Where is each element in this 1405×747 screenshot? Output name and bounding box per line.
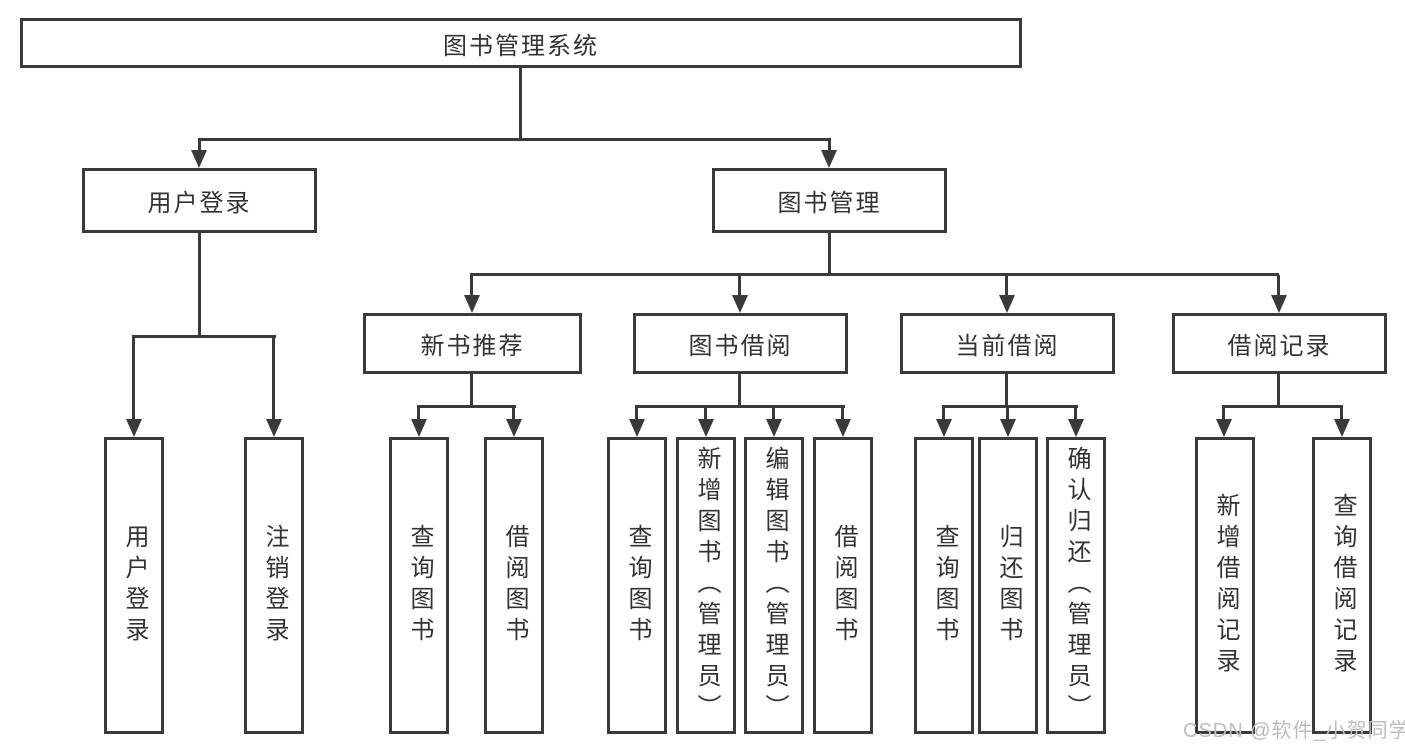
connector-line [772, 407, 775, 420]
connector-line [828, 233, 831, 275]
connector-line [738, 275, 741, 297]
connector-line [1222, 407, 1225, 420]
connector-line [1340, 407, 1343, 420]
connector-line [519, 68, 522, 140]
arrow-down [1271, 295, 1287, 313]
node-label: 新书推荐 [420, 333, 525, 360]
leaf-query-books-recommend: 查询图书 [389, 437, 449, 734]
arrow-down [936, 419, 952, 437]
connector-line [470, 374, 473, 407]
connector-line [132, 335, 276, 338]
connector-line [470, 273, 1279, 276]
connector-line [738, 374, 741, 407]
connector-line [841, 407, 844, 420]
connector-line [1074, 407, 1077, 420]
connector-line [470, 275, 473, 297]
arrow-down [266, 419, 282, 437]
node-label: 新增借阅记录 [1212, 492, 1239, 679]
csdn-watermark: CSDN @软件_小贺同学 [1183, 720, 1405, 742]
leaf-add-books-admin: 新增图书（管理员） [676, 437, 736, 734]
leaf-borrow-books-recommend: 借阅图书 [484, 437, 544, 734]
leaf-logout-login: 注销登录 [244, 437, 304, 734]
leaf-return-books: 归还图书 [978, 437, 1038, 734]
leaf-user-login: 用户登录 [104, 437, 164, 734]
arrow-down [732, 295, 748, 313]
arrow-down [1216, 419, 1232, 437]
node-borrowing-records: 借阅记录 [1172, 313, 1387, 374]
connector-line [132, 337, 135, 421]
node-new-book-recommend: 新书推荐 [363, 313, 582, 374]
arrow-down [506, 419, 522, 437]
node-label: 当前借阅 [955, 333, 1060, 360]
connector-line [417, 407, 420, 420]
node-label: 查询图书 [406, 523, 433, 648]
arrow-down [464, 295, 480, 313]
node-label: 确认归还（管理员） [1063, 446, 1090, 725]
connector-line [635, 407, 638, 420]
connector-line [417, 405, 516, 408]
connector-line [198, 233, 201, 337]
connector-line [828, 140, 831, 153]
arrow-down [835, 419, 851, 437]
arrow-down [411, 419, 427, 437]
node-label: 借阅记录 [1227, 333, 1332, 360]
connector-line [635, 405, 845, 408]
node-label: 借阅图书 [501, 523, 528, 648]
arrow-down [126, 419, 142, 437]
arrow-down [698, 419, 714, 437]
connector-line [1005, 374, 1008, 407]
node-label: 查询图书 [624, 523, 651, 648]
leaf-edit-books-admin: 编辑图书（管理员） [744, 437, 804, 734]
leaf-add-borrow-record: 新增借阅记录 [1195, 437, 1255, 734]
connector-line [942, 407, 945, 420]
leaf-confirm-return-admin: 确认归还（管理员） [1046, 437, 1106, 734]
arrow-down [999, 295, 1015, 313]
connector-line [1005, 275, 1008, 297]
arrow-down [629, 419, 645, 437]
node-book-management: 图书管理 [712, 168, 947, 233]
connector-line [198, 140, 201, 153]
arrow-down [191, 150, 207, 168]
node-label: 图书管理 [777, 190, 882, 217]
arrow-down [1000, 419, 1016, 437]
node-library-system: 图书管理系统 [20, 18, 1022, 68]
node-label: 新增图书（管理员） [693, 446, 720, 725]
connector-line [1277, 374, 1280, 407]
connector-line [512, 407, 515, 420]
node-label: 借阅图书 [830, 523, 857, 648]
node-label: 注销登录 [261, 523, 288, 648]
arrow-down [766, 419, 782, 437]
leaf-borrow-books: 借阅图书 [813, 437, 873, 734]
connector-line [1006, 407, 1009, 420]
arrow-down [1068, 419, 1084, 437]
node-book-borrowing: 图书借阅 [633, 313, 848, 374]
node-user-login: 用户登录 [82, 168, 317, 233]
node-label: 查询图书 [931, 523, 958, 648]
connector-line [198, 138, 831, 141]
node-current-borrowing: 当前借阅 [900, 313, 1115, 374]
arrow-down [1334, 419, 1350, 437]
connector-line [272, 337, 275, 421]
node-label: 归还图书 [995, 523, 1022, 648]
connector-line [942, 405, 1078, 408]
leaf-query-books-current: 查询图书 [914, 437, 974, 734]
connector-line [704, 407, 707, 420]
connector-line [1222, 405, 1343, 408]
node-label: 用户登录 [121, 523, 148, 648]
node-label: 编辑图书（管理员） [761, 446, 788, 725]
node-label: 查询借阅记录 [1329, 492, 1356, 679]
arrow-down [821, 150, 837, 168]
node-label: 图书借阅 [688, 333, 793, 360]
connector-line [1277, 275, 1280, 297]
leaf-query-borrow-record: 查询借阅记录 [1312, 437, 1372, 734]
node-label: 图书管理系统 [443, 32, 599, 60]
node-label: 用户登录 [147, 190, 252, 217]
leaf-query-books-borrowing: 查询图书 [607, 437, 667, 734]
